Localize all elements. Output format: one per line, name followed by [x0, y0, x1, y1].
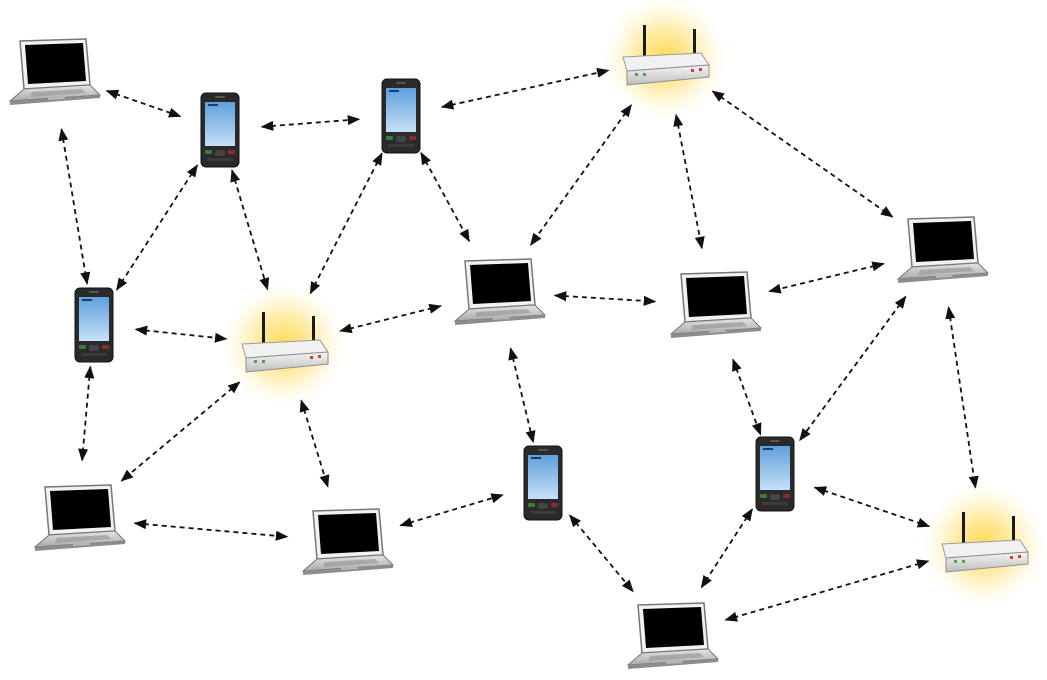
link-laptop-2-phone-5: [799, 295, 907, 442]
network-links: [58, 67, 979, 622]
laptop-2-laptop-icon: [897, 216, 989, 284]
link-router-3-laptop-7: [724, 559, 930, 622]
link-laptop-5-laptop-6: [133, 519, 289, 541]
link-laptop-3-phone-4: [508, 347, 536, 444]
link-laptop-3-laptop-4: [553, 291, 657, 306]
link-laptop-1-phone-1: [105, 89, 182, 118]
network-nodes: [9, 0, 1046, 670]
phone-5-smartphone-icon: [755, 436, 795, 512]
laptop-3-laptop-icon: [454, 258, 546, 326]
laptop-icon: [34, 484, 126, 552]
link-laptop-6-phone-4: [399, 493, 504, 527]
laptop-1-laptop-icon: [9, 38, 101, 106]
laptop-icon: [897, 216, 989, 284]
phone-2-smartphone-icon: [381, 78, 421, 154]
laptop-icon: [302, 508, 394, 576]
link-phone-5-router-3: [813, 486, 931, 528]
phone-1-smartphone-icon: [200, 92, 240, 168]
link-router-1-laptop-2: [711, 90, 894, 218]
link-router-2-laptop-6: [299, 399, 330, 488]
link-laptop-4-phone-5: [732, 358, 762, 436]
laptop-icon: [670, 271, 762, 339]
router-3-wireless-router-icon: [922, 483, 1046, 607]
smartphone-icon: [755, 436, 795, 512]
laptop-icon: [9, 38, 101, 106]
link-laptop-1-phone-3: [58, 127, 91, 285]
link-phone-1-phone-3: [116, 164, 198, 291]
link-router-2-laptop-3: [339, 303, 442, 334]
laptop-icon: [454, 258, 546, 326]
link-phone-5-laptop-7: [700, 508, 753, 589]
link-phone-3-laptop-5: [78, 365, 95, 462]
router-2-wireless-router-icon: [222, 283, 346, 407]
smartphone-icon: [523, 445, 563, 521]
phone-3-smartphone-icon: [74, 287, 114, 363]
smartphone-icon: [74, 287, 114, 363]
link-phone-3-router-2: [134, 325, 228, 343]
link-phone-2-router-2: [309, 152, 383, 295]
link-phone-2-router-1: [440, 67, 610, 110]
link-phone-1-router-2: [230, 169, 270, 291]
link-laptop-2-router-3: [945, 306, 979, 489]
smartphone-icon: [381, 78, 421, 154]
link-phone-4-laptop-7: [568, 514, 634, 593]
laptop-7-laptop-icon: [627, 602, 719, 670]
link-phone-1-phone-2: [260, 115, 361, 131]
laptop-icon: [627, 602, 719, 670]
link-laptop-2-laptop-4: [768, 261, 885, 294]
phone-4-smartphone-icon: [523, 445, 563, 521]
laptop-5-laptop-icon: [34, 484, 126, 552]
link-router-2-laptop-5: [120, 381, 241, 482]
router-1-wireless-router-icon: [603, 0, 727, 120]
link-router-1-laptop-3: [530, 104, 632, 246]
laptop-6-laptop-icon: [302, 508, 394, 576]
smartphone-icon: [200, 92, 240, 168]
link-router-1-laptop-4: [673, 113, 705, 250]
link-phone-2-laptop-3: [420, 151, 470, 243]
laptop-4-laptop-icon: [670, 271, 762, 339]
